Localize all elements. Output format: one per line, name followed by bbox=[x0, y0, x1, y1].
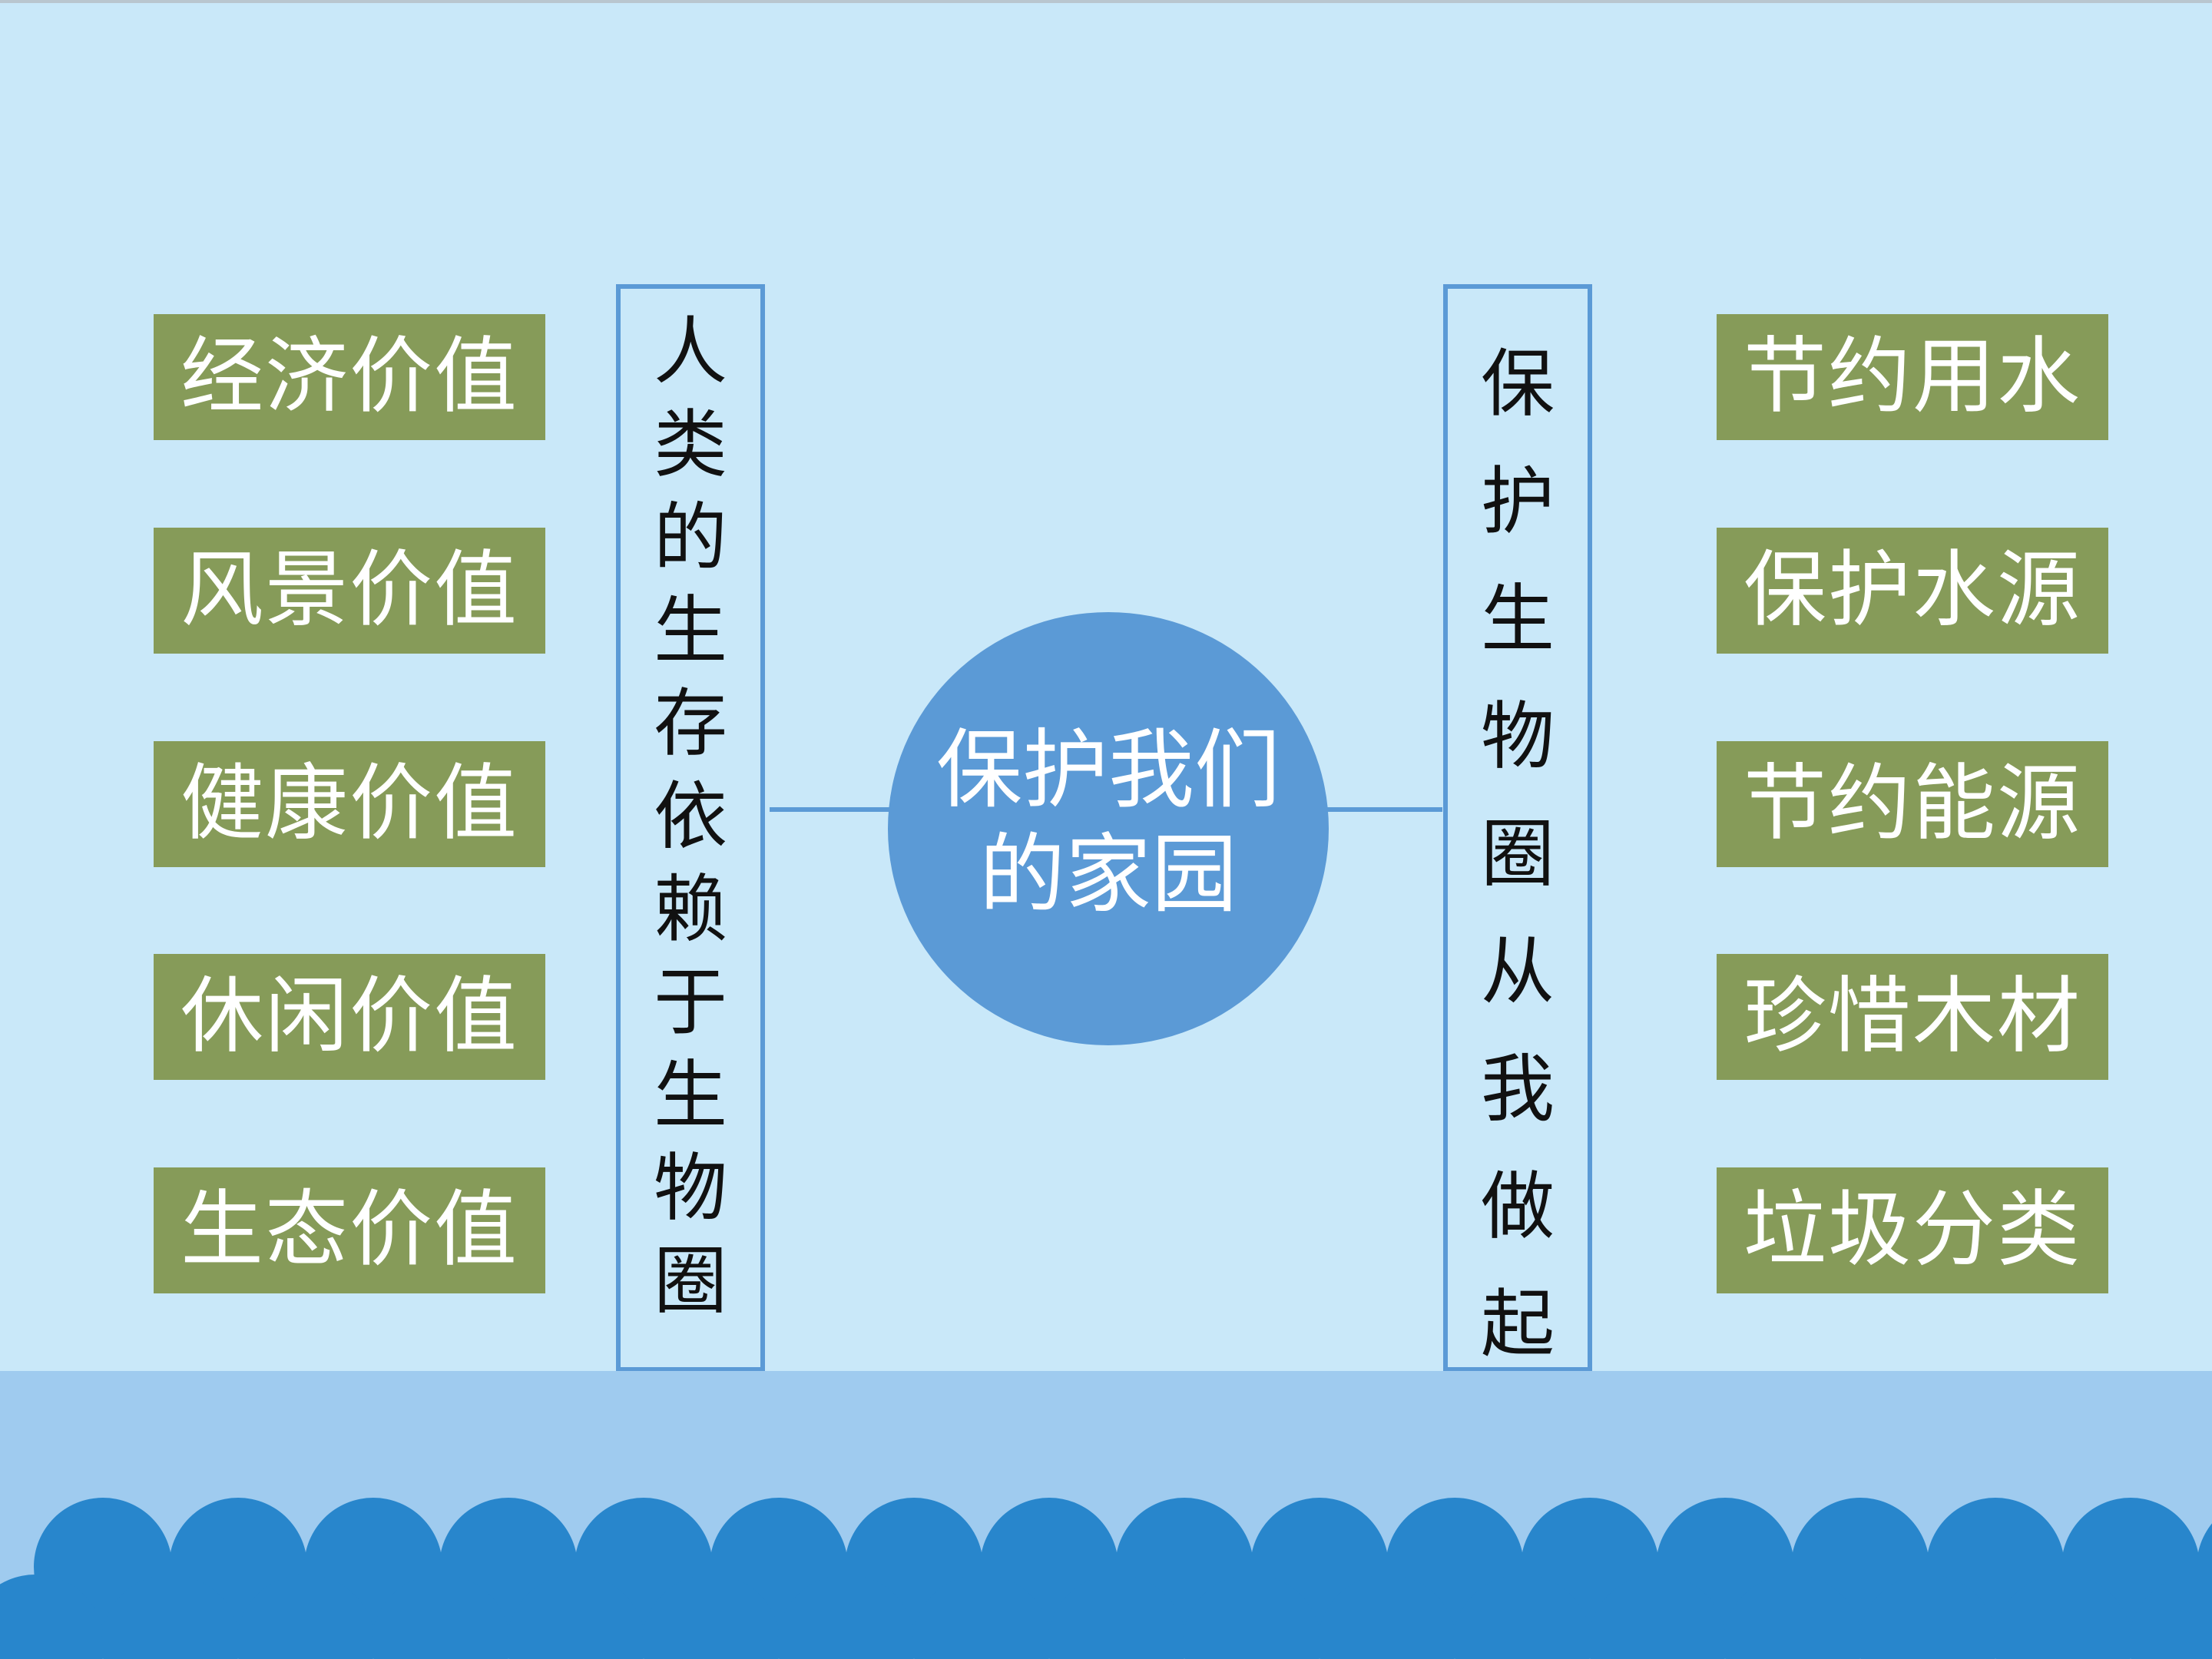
wave-scallop bbox=[1183, 1575, 1321, 1659]
wave-scallop bbox=[1859, 1575, 1997, 1659]
wave-scallop bbox=[777, 1575, 916, 1659]
wave-scallop bbox=[912, 1575, 1051, 1659]
wave-scallop bbox=[101, 1575, 240, 1659]
top-border bbox=[0, 0, 2212, 3]
wave-scallop bbox=[2129, 1575, 2212, 1659]
right-item-save-water: 节约用水 bbox=[1717, 314, 2108, 440]
wave-scallop bbox=[507, 1575, 645, 1659]
wave-scallop bbox=[372, 1575, 510, 1659]
center-circle bbox=[888, 612, 1329, 1045]
left-item-leisure-value: 休闲价值 bbox=[154, 954, 545, 1080]
left-vertical-title: 人类的生存依赖于生物圈 bbox=[654, 309, 727, 1324]
right-item-cherish-wood: 珍惜木材 bbox=[1717, 954, 2108, 1080]
wave-scallop bbox=[1318, 1575, 1456, 1659]
center-title-line2: 的家园 bbox=[979, 825, 1237, 925]
center-title-line1: 保护我们 bbox=[936, 720, 1280, 820]
right-item-garbage-sorting: 垃圾分类 bbox=[1717, 1167, 2108, 1293]
wave-decoration bbox=[0, 1498, 2212, 1659]
right-vertical-box: 保护生物圈从我做起 bbox=[1443, 284, 1592, 1372]
wave-scallop bbox=[642, 1575, 780, 1659]
wave-scallop bbox=[1994, 1575, 2132, 1659]
wave-scallop bbox=[237, 1575, 375, 1659]
left-item-scenic-value: 风景价值 bbox=[154, 528, 545, 654]
left-vertical-box: 人类的生存依赖于生物圈 bbox=[616, 284, 765, 1372]
left-item-ecological-value: 生态价值 bbox=[154, 1167, 545, 1293]
right-connector-line bbox=[1327, 807, 1442, 812]
left-item-economic-value: 经济价值 bbox=[154, 314, 545, 440]
wave-scallop bbox=[1724, 1575, 1862, 1659]
right-item-save-energy: 节约能源 bbox=[1717, 741, 2108, 867]
center-title: 保护我们 的家园 bbox=[888, 718, 1329, 927]
right-vertical-title: 保护生物圈从我做起 bbox=[1481, 341, 1555, 1367]
wave-scallop bbox=[1048, 1575, 1186, 1659]
right-item-protect-water-source: 保护水源 bbox=[1717, 528, 2108, 654]
left-connector-line bbox=[770, 807, 889, 812]
wave-scallop bbox=[1453, 1575, 1591, 1659]
wave-scallop bbox=[0, 1575, 104, 1659]
wave-scallop bbox=[1588, 1575, 1727, 1659]
left-item-health-value: 健康价值 bbox=[154, 741, 545, 867]
